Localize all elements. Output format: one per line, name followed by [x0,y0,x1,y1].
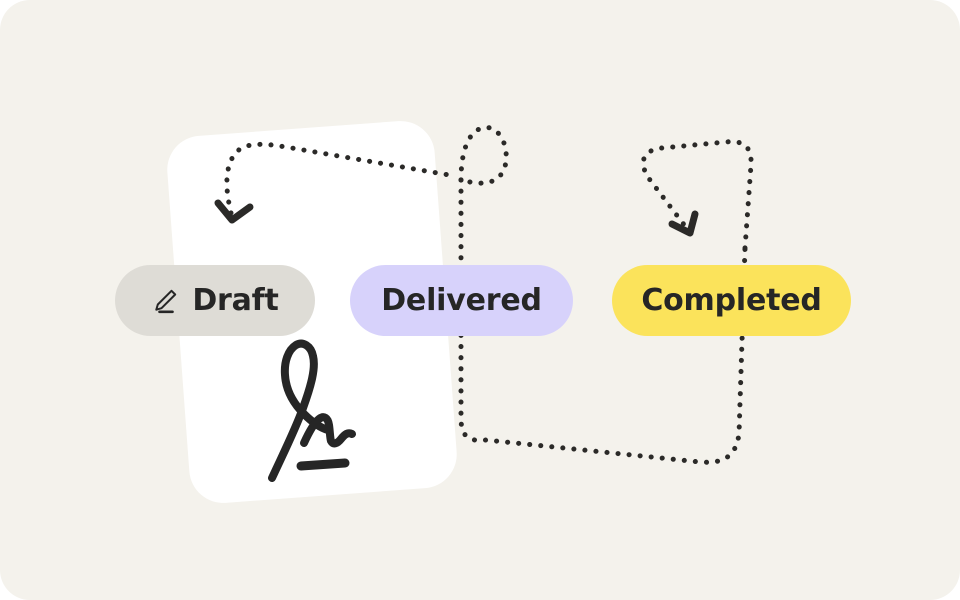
path-segment-bottom [458,177,748,465]
signature-squiggle-stroke [300,413,356,448]
status-badge-completed[interactable]: Completed [612,265,851,336]
status-badge-draft[interactable]: Draft [115,265,315,336]
status-badge-completed-label: Completed [641,282,822,318]
path-segment-right [640,139,754,251]
status-badge-delivered-label: Delivered [381,282,542,318]
path-segment-left [224,141,458,216]
pencil-icon [155,289,177,313]
path-loop [458,125,509,186]
status-badge-draft-label: Draft [192,282,279,318]
status-badge-delivered[interactable]: Delivered [350,265,573,336]
signature-underline [296,458,350,471]
arrow-to-draft [214,199,254,224]
signature-loop-stroke [268,339,332,482]
handwritten-signature [268,339,356,482]
arrow-to-completed [668,210,699,237]
